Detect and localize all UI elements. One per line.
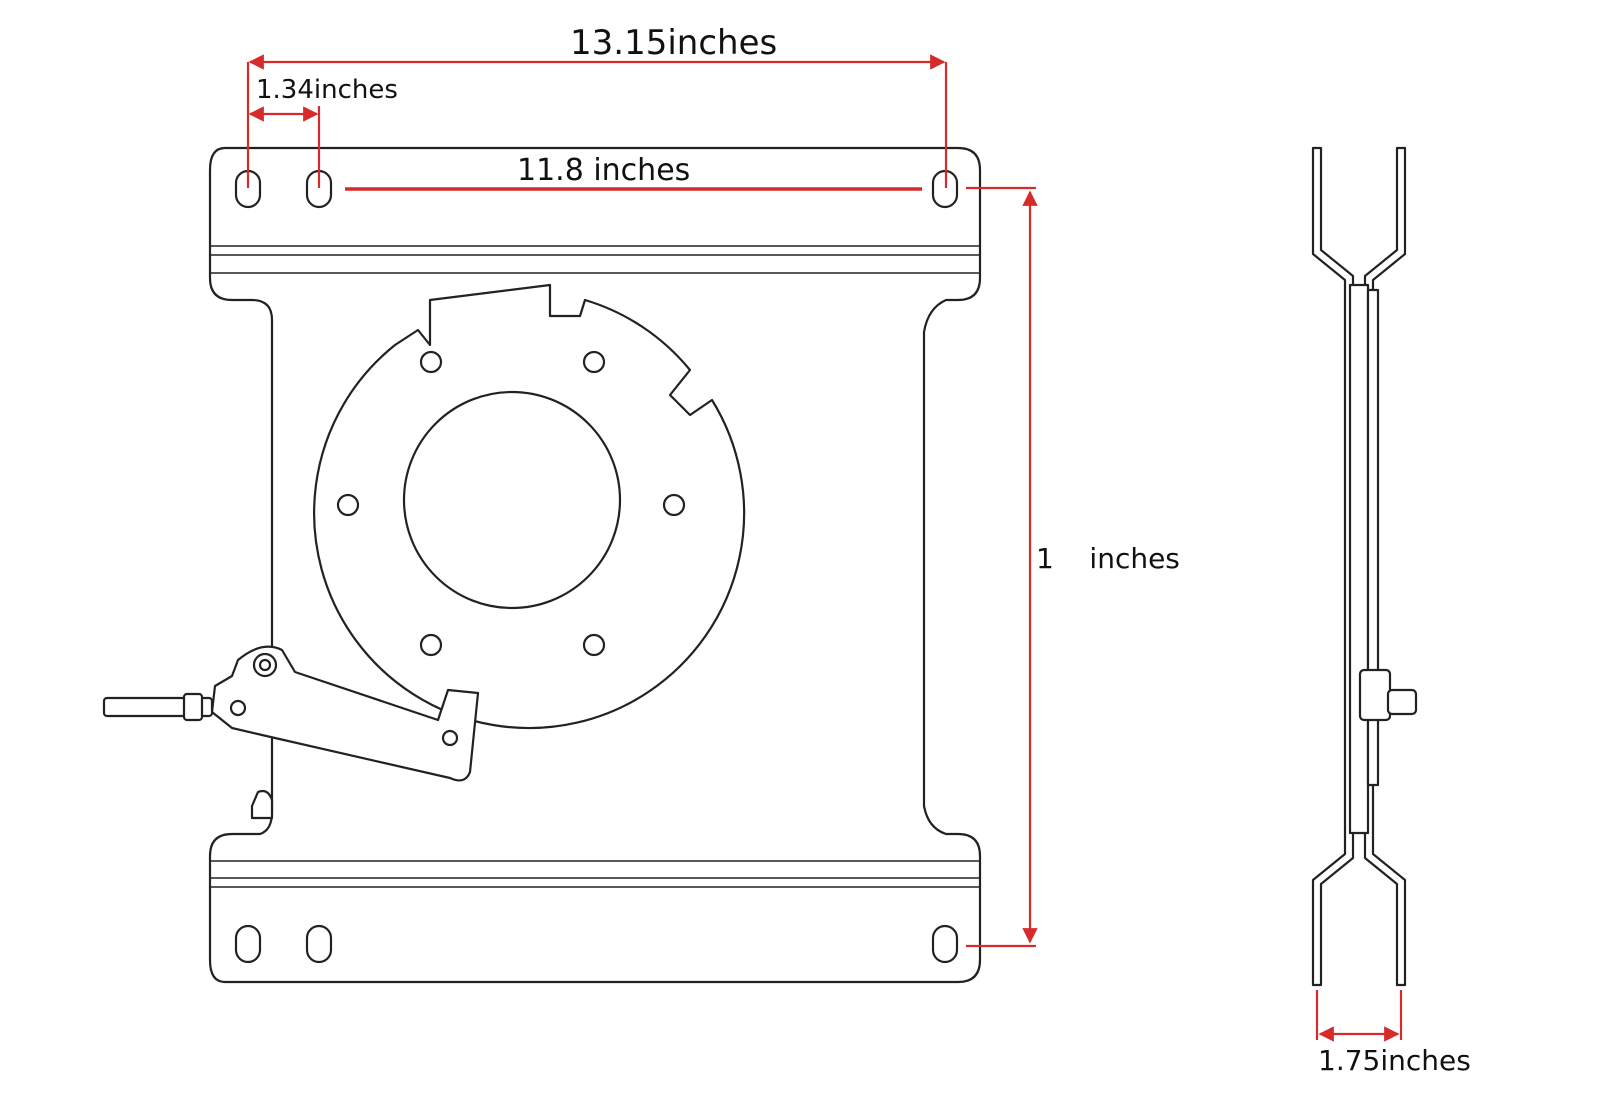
dimension-hole-span-label: 11.8 inches — [517, 153, 690, 188]
lower-tab — [250, 789, 274, 820]
dimension-overall-width — [246, 54, 948, 188]
dimension-slot-spacing — [248, 106, 321, 188]
side-lever-rod — [1386, 688, 1418, 716]
mount-slot-bottom-right — [931, 924, 959, 964]
side-disc-plate — [1366, 288, 1380, 787]
lever-hole-2 — [441, 729, 459, 747]
bolt-hole-2 — [582, 350, 606, 374]
mount-slot-bottom-left-inner — [305, 924, 333, 964]
side-center-plate — [1348, 283, 1370, 835]
dimension-overall-width-label: 13.15inches — [570, 23, 777, 63]
center-bore — [402, 390, 622, 610]
side-profile-left — [1311, 146, 1355, 987]
bolt-hole-1 — [419, 350, 443, 374]
dimension-height-label: 1 inches — [1036, 542, 1180, 575]
dimension-height — [966, 186, 1038, 948]
release-lever — [210, 645, 480, 782]
dimension-slot-spacing-label: 1.34inches — [256, 75, 398, 105]
dimension-thickness-label: 1.75inches — [1318, 1044, 1471, 1077]
bolt-hole-6 — [582, 633, 606, 657]
front-view — [102, 146, 982, 984]
lever-hole-1 — [229, 699, 247, 717]
lever-rod-collar — [182, 692, 204, 722]
mount-slot-bottom-left-outer — [234, 924, 262, 964]
dimension-thickness — [1315, 990, 1403, 1042]
side-view — [1311, 146, 1418, 987]
bolt-hole-5 — [419, 633, 443, 657]
bolt-hole-3 — [336, 493, 360, 517]
side-lever-boss — [1358, 668, 1392, 722]
lever-pivot-inner — [258, 658, 272, 672]
bolt-hole-4 — [662, 493, 686, 517]
